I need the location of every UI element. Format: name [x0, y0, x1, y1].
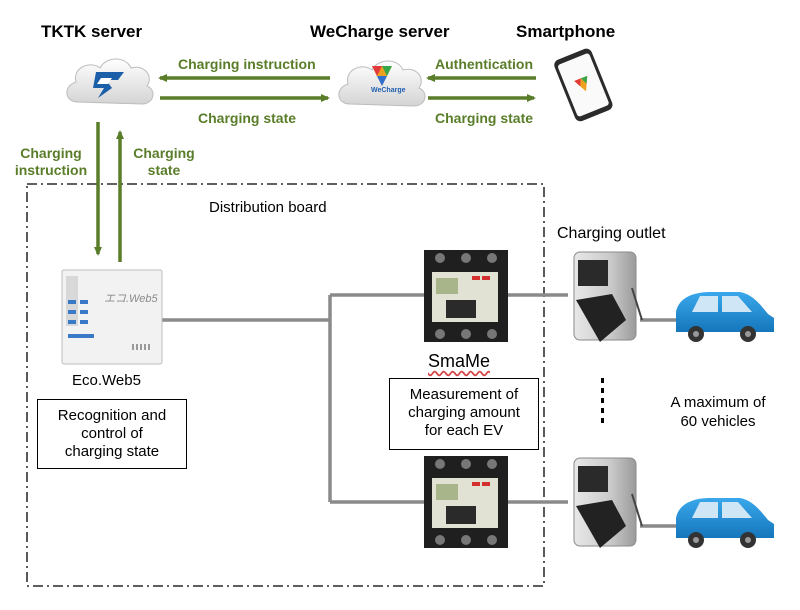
smame-breaker-icon [424, 456, 508, 548]
smame-description-box: Measurement of charging amount for each … [389, 378, 539, 450]
tktk-server-title: TKTK server [41, 22, 143, 41]
tktk-cloud-icon [66, 58, 154, 105]
charging-outlet-label: Charging outlet [557, 225, 666, 242]
charging-outlet-icon [573, 251, 643, 342]
wiring [162, 293, 676, 528]
label-charging-state-phone: Charging state [435, 110, 534, 126]
wecharge-logo-icon [372, 66, 392, 86]
wecharge-cloud-icon [338, 60, 426, 107]
smartphone-title: Smartphone [516, 22, 616, 41]
eco-web5-device-icon [61, 269, 163, 365]
ev-car-icon [676, 292, 774, 342]
eco-web5-device-text: エコ.Web5 [104, 293, 158, 305]
eco-web5-description-box: Recognition and control of charging stat… [37, 399, 187, 469]
smartphone-icon [554, 48, 613, 122]
label-charging-instruction-vertical: Charging instruction [14, 145, 88, 178]
eco-web5-name: Eco.Web5 [72, 372, 141, 389]
label-authentication: Authentication [435, 56, 533, 72]
label-charging-state-vertical: Charging state [133, 145, 195, 178]
distribution-board-label: Distribution board [209, 199, 327, 216]
charging-outlet-icon [573, 457, 643, 548]
label-charging-state-top: Charging state [198, 110, 297, 126]
ellipsis-dots [601, 378, 604, 423]
smame-breaker-icon [424, 250, 508, 342]
wecharge-server-title: WeCharge server [310, 22, 450, 41]
ev-car-icon [676, 498, 774, 548]
wecharge-logo-text: WeCharge [371, 87, 406, 94]
max-vehicles-label: A maximum of 60 vehicles [670, 394, 766, 430]
smame-name: SmaMe [428, 351, 491, 371]
label-charging-instruction: Charging instruction [178, 56, 316, 72]
